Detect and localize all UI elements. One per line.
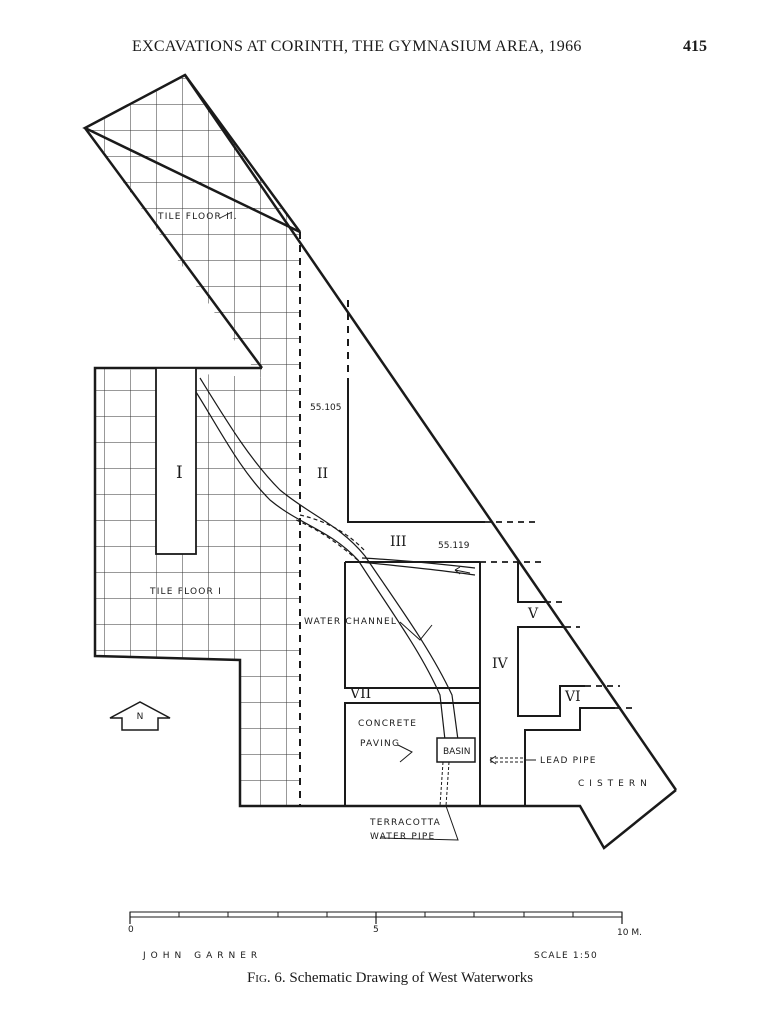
label-room-iv: IV xyxy=(492,656,509,672)
label-basin: BASIN xyxy=(443,747,470,757)
label-room-v: V xyxy=(527,606,539,622)
page-header: EXCAVATIONS AT CORINTH, THE GYMNASIUM AR… xyxy=(0,38,780,62)
room-v-vi-walls xyxy=(517,562,620,717)
scale-ratio: SCALE 1:50 xyxy=(534,951,598,961)
cistern-walls xyxy=(524,707,634,806)
lead-pipe xyxy=(489,755,536,765)
label-cistern: CISTERN xyxy=(578,779,652,789)
water-channel-lines xyxy=(195,377,476,741)
terracotta-pipe xyxy=(379,761,459,841)
basin-box xyxy=(436,737,476,763)
scale-tick-5: 5 xyxy=(373,925,379,935)
label-room-i: I xyxy=(176,463,183,483)
figure-caption: Fig. 6. Schematic Drawing of West Waterw… xyxy=(0,970,780,987)
north-label: N xyxy=(137,712,144,722)
figure-label: Fig. 6. xyxy=(246,970,286,986)
running-title: EXCAVATIONS AT CORINTH, THE GYMNASIUM AR… xyxy=(132,38,582,55)
figure-caption-text: Schematic Drawing of West Waterworks xyxy=(289,970,534,986)
label-tile-floor-ii: TILE FLOOR II. xyxy=(157,212,238,222)
label-lead-pipe: LEAD PIPE xyxy=(540,756,597,766)
label-concrete: CONCRETE xyxy=(358,719,417,729)
room-i-block xyxy=(155,367,197,555)
label-room-iii: III xyxy=(390,534,407,550)
label-room-vii: VII xyxy=(349,686,371,702)
channel-block xyxy=(344,561,545,806)
tile-floor-ii xyxy=(82,73,302,380)
water-channel-leader xyxy=(399,621,433,641)
outer-walls xyxy=(183,74,678,850)
label-paving: PAVING xyxy=(360,739,400,749)
scale-tick-10: 10 M. xyxy=(617,928,642,938)
scale-tick-0: 0 xyxy=(128,925,134,935)
label-level-55105: 55.105 xyxy=(310,403,342,413)
draftsman-credit: JOHN GARNER xyxy=(142,951,262,961)
label-tile-floor-i: TILE FLOOR I xyxy=(149,587,222,597)
label-terracotta: TERRACOTTA xyxy=(369,818,441,828)
paving-leader xyxy=(397,744,413,763)
label-water-pipe: WATER PIPE xyxy=(370,832,435,842)
scale-bar: 0 5 10 M. JOHN GARNER SCALE 1:50 xyxy=(128,911,642,961)
tile-floor-i xyxy=(93,366,300,808)
label-room-ii: II xyxy=(317,466,328,482)
label-room-vi: VI xyxy=(564,689,581,705)
label-level-55119: 55.119 xyxy=(438,541,470,551)
label-water-channel: WATER CHANNEL xyxy=(304,617,397,627)
north-arrow: N xyxy=(109,701,171,731)
concrete-paving-room xyxy=(344,702,480,806)
page-number: 415 xyxy=(683,38,707,55)
room-ii-iii-walls xyxy=(347,380,540,523)
